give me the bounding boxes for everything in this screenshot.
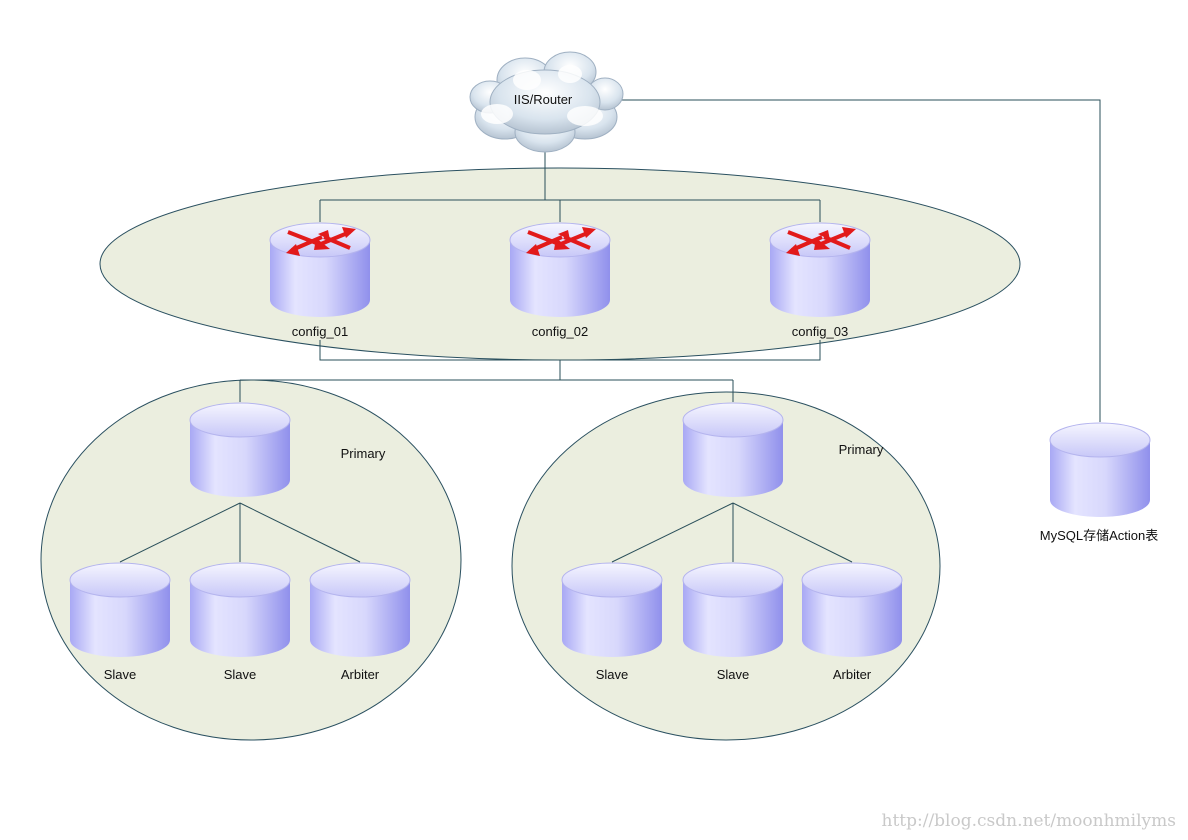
watermark: http://blog.csdn.net/moonhmilyms xyxy=(882,811,1177,831)
shard-1-arbiter-db xyxy=(309,562,411,658)
shard-2-slave-db-2 xyxy=(682,562,784,658)
shard-1-primary-db xyxy=(189,402,291,498)
config-label-03: config_03 xyxy=(792,324,848,339)
shard-2-member-label-2: Slave xyxy=(717,667,750,682)
shard-1-slave-db-2 xyxy=(189,562,291,658)
shard-2-slave-db-1 xyxy=(561,562,663,658)
shard-2-arbiter-db xyxy=(801,562,903,658)
mysql-label: MySQL存储Action表 xyxy=(1040,528,1158,543)
shard-2-member-label-3: Arbiter xyxy=(833,667,872,682)
connector-lines xyxy=(119,99,1101,563)
shard-1-primary-label: Primary xyxy=(341,446,386,461)
shard-1-member-label-3: Arbiter xyxy=(341,667,380,682)
shard-1-member-label-2: Slave xyxy=(224,667,257,682)
shard-1-member-label-1: Slave xyxy=(104,667,137,682)
config-server-03 xyxy=(769,222,871,318)
config-server-02 xyxy=(509,222,611,318)
shard-2-primary-db xyxy=(682,402,784,498)
mysql-db xyxy=(1049,422,1151,518)
config-label-02: config_02 xyxy=(532,324,588,339)
config-server-01 xyxy=(269,222,371,318)
shard-2-member-label-1: Slave xyxy=(596,667,629,682)
cloud-icon xyxy=(469,51,624,153)
config-label-01: config_01 xyxy=(292,324,348,339)
shard-2-primary-label: Primary xyxy=(839,442,884,457)
router-label: IIS/Router xyxy=(514,92,573,107)
shard-1-slave-db-1 xyxy=(69,562,171,658)
